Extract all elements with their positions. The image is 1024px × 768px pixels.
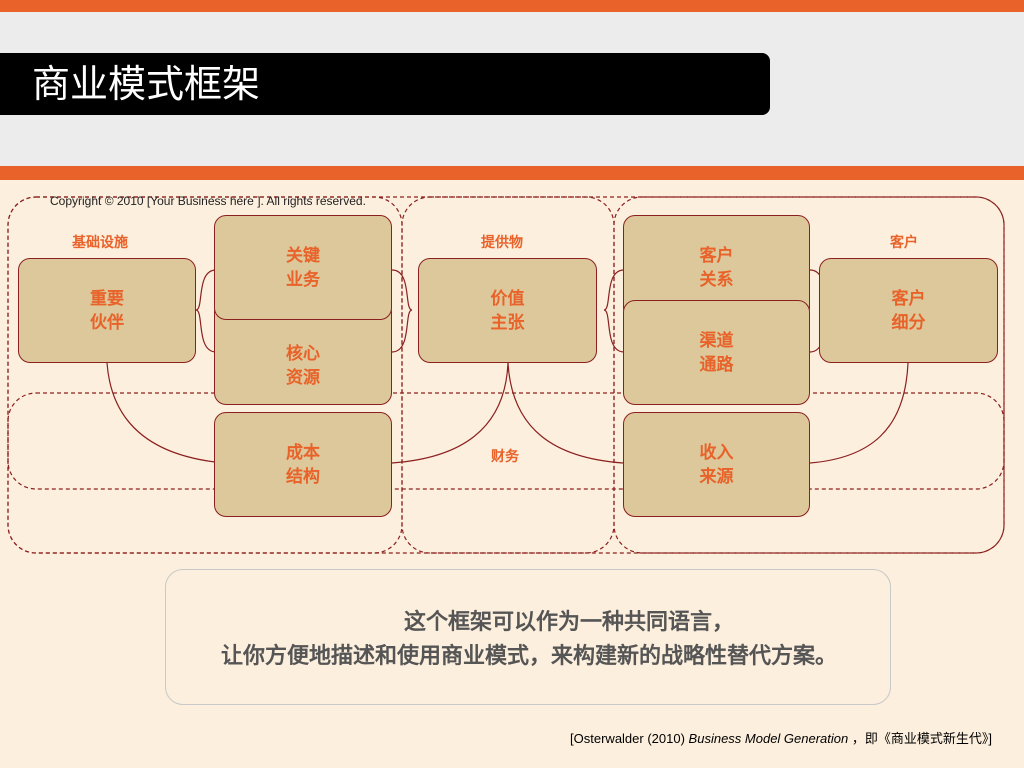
curve-partners-cost <box>106 362 216 463</box>
citation-prefix: [Osterwalder (2010) <box>570 731 685 746</box>
block-cost-structure: 成本 结构 <box>214 412 392 517</box>
category-offering: 提供物 <box>481 235 523 251</box>
block-key-resources-label: 核心 资源 <box>286 343 320 388</box>
category-customer: 客户 <box>890 235 918 251</box>
block-key-activities: 关键 业务 <box>214 215 392 320</box>
block-value-proposition: 价值 主张 <box>418 258 597 363</box>
page-title: 商业模式框架 <box>32 62 261 106</box>
offering-region <box>401 196 615 554</box>
block-key-activities-label: 关键 业务 <box>286 246 320 290</box>
copyright-text: Copyright © 2010 [Your Business here ]. … <box>50 194 366 208</box>
block-key-partners: 重要 伙伴 <box>18 258 196 363</box>
curve-segments-revenue <box>809 362 909 464</box>
block-key-partners-label: 重要 伙伴 <box>90 288 124 333</box>
block-cost-structure-label: 成本 结构 <box>286 442 320 487</box>
brace-3 <box>603 269 625 353</box>
block-customer-segments-label: 客户 细分 <box>891 288 926 333</box>
block-channels-label: 渠道 通路 <box>699 330 734 375</box>
citation-suffix: ，即《商业模式新生代》] <box>851 731 992 746</box>
block-revenue-streams-label: 收入 来源 <box>699 442 734 487</box>
curve-value-cost <box>391 362 509 464</box>
outer-frame <box>7 196 1005 554</box>
block-customer-relationships-label: 客户 关系 <box>699 246 734 290</box>
message-line-1: 这个框架可以作为一种共同语言， <box>403 610 734 635</box>
citation: [Osterwalder (2010) Business Model Gener… <box>570 728 992 747</box>
block-customer-segments: 客户 细分 <box>819 258 998 363</box>
category-finance: 财务 <box>491 449 519 465</box>
brace-1 <box>195 269 217 353</box>
curve-value-revenue <box>507 362 624 464</box>
divider-stripe <box>0 166 1024 180</box>
message-line-2: 让你方便地描述和使用商业模式，来构建新的战略性替代方案。 <box>220 644 837 669</box>
message-box: 这个框架可以作为一种共同语言， 让你方便地描述和使用商业模式，来构建新的战略性替… <box>165 569 891 705</box>
infrastructure-region <box>7 196 403 554</box>
finance-region <box>7 392 1005 490</box>
brace-2 <box>391 269 413 353</box>
block-channels: 渠道 通路 <box>623 300 810 405</box>
top-accent-stripe <box>0 0 1024 12</box>
customer-region <box>613 196 1005 554</box>
title-bar: 商业模式框架 <box>0 53 770 115</box>
citation-title: Business Model Generation <box>688 731 849 746</box>
block-revenue-streams: 收入 来源 <box>623 412 810 517</box>
category-infrastructure: 基础设施 <box>72 235 128 251</box>
block-value-proposition-label: 价值 主张 <box>490 288 525 333</box>
